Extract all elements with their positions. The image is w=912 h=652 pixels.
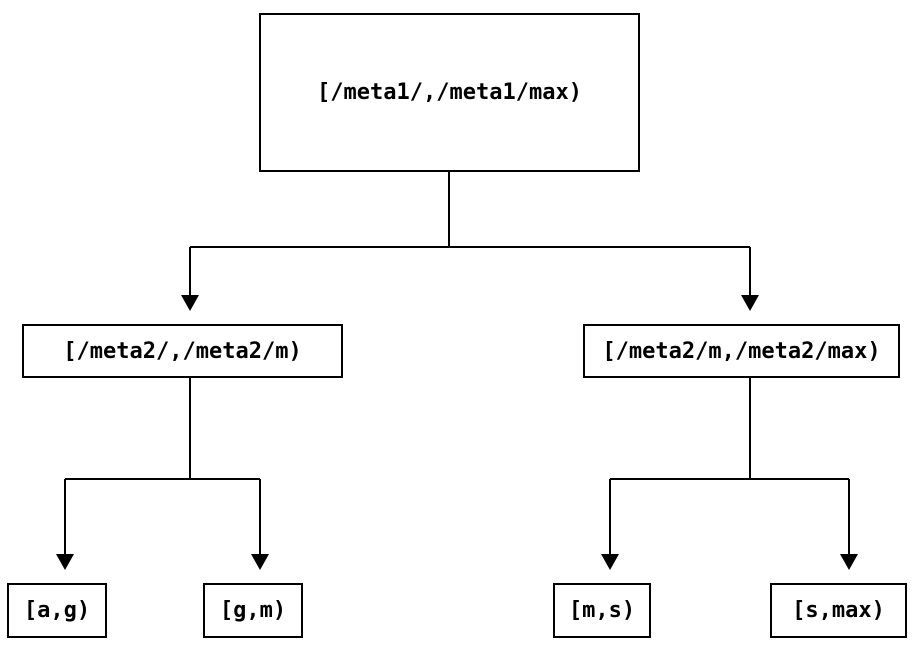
node-label: [/meta2/,/meta2/m) <box>63 338 302 364</box>
arrow-down-icon <box>601 554 619 570</box>
edge-midleft-to-leaves <box>64 378 261 556</box>
node-label: [/meta2/m,/meta2/max) <box>602 338 881 364</box>
node-label: [g,m) <box>219 598 287 623</box>
node-leaf-ms: [m,s) <box>553 583 651 638</box>
node-meta2-right: [/meta2/m,/meta2/max) <box>583 324 900 378</box>
node-label: [/meta1/,/meta1/max) <box>317 80 582 105</box>
node-meta2-left: [/meta2/,/meta2/m) <box>22 324 343 378</box>
node-label: [s,max) <box>792 598 885 623</box>
edge-midright-to-leaves <box>609 378 850 556</box>
arrowheads <box>56 295 858 570</box>
arrow-down-icon <box>181 295 199 311</box>
node-leaf-gm: [g,m) <box>203 583 303 638</box>
node-leaf-ag: [a,g) <box>7 583 107 638</box>
node-root: [/meta1/,/meta1/max) <box>259 13 640 172</box>
arrow-down-icon <box>840 554 858 570</box>
edge-root-to-children <box>189 172 751 296</box>
node-label: [a,g) <box>23 598 91 623</box>
arrow-down-icon <box>251 554 269 570</box>
arrow-down-icon <box>741 295 759 311</box>
arrow-down-icon <box>56 554 74 570</box>
node-leaf-smax: [s,max) <box>770 583 907 638</box>
node-label: [m,s) <box>568 598 636 623</box>
